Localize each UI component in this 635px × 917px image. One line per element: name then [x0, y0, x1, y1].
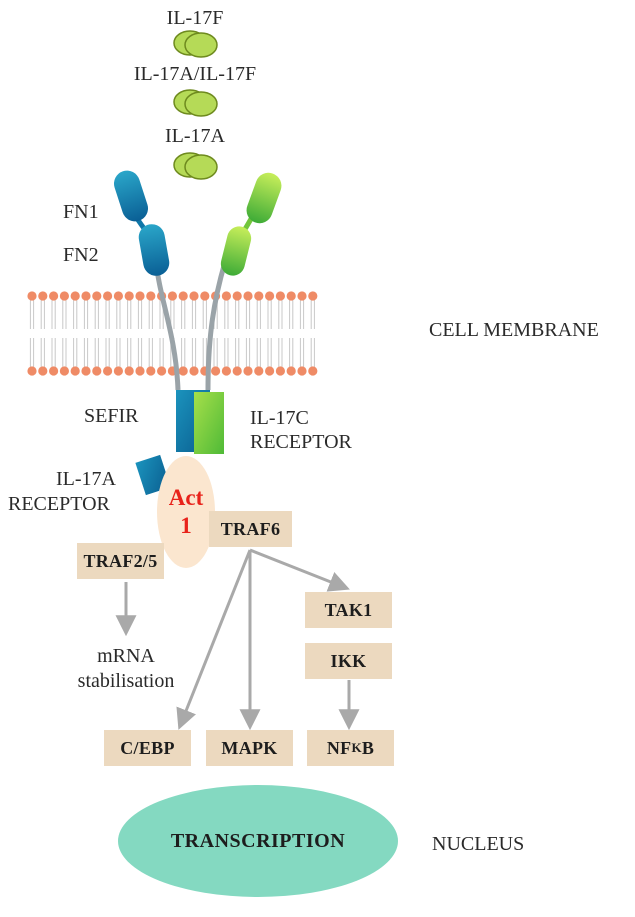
- mapk-box: MAPK: [206, 730, 293, 766]
- fn2-domain: [138, 224, 170, 276]
- lipid-head: [243, 366, 253, 376]
- nucleus-label: NUCLEUS: [432, 833, 525, 855]
- ligand-label-il17a-il17f: IL-17A/IL-17F: [133, 63, 257, 85]
- il17a-receptor-label-line2: RECEPTOR: [8, 493, 110, 515]
- lipid-head: [113, 291, 123, 301]
- nfkb-label: NF: [326, 737, 352, 758]
- il17c-receptor-label-line2: RECEPTOR: [250, 431, 352, 453]
- fn2-label: FN2: [63, 244, 99, 266]
- lipid-head: [157, 366, 167, 376]
- lipid-head: [178, 366, 188, 376]
- lipid-head: [254, 291, 264, 301]
- arrow-traf6-to-tak1: [249, 548, 350, 592]
- lipid-head: [49, 366, 59, 376]
- arrow-traf6-to-cebp: [176, 549, 252, 730]
- ligand-il17f: [173, 30, 218, 58]
- transcription-label: TRANSCRIPTION: [170, 829, 346, 852]
- act1-label-line1: Act: [168, 485, 204, 510]
- lipid-head: [113, 366, 123, 376]
- act1-adaptor: Act 1: [157, 456, 215, 568]
- cell-membrane-label: CELL MEMBRANE: [429, 319, 599, 341]
- lipid-head: [135, 291, 145, 301]
- lipid-head: [49, 291, 59, 301]
- ikk-box: IKK: [305, 643, 392, 679]
- lipid-head: [27, 291, 37, 301]
- lipid-head: [103, 291, 113, 301]
- lipid-head: [103, 366, 113, 376]
- mrna-label-line1: mRNA: [97, 645, 155, 667]
- lipid-head: [275, 291, 285, 301]
- lipid-head: [135, 366, 145, 376]
- cebp-box: C/EBP: [104, 730, 191, 766]
- lipid-head: [70, 291, 80, 301]
- lipid-head: [221, 291, 231, 301]
- lipid-head: [70, 366, 80, 376]
- sefir-label: SEFIR: [84, 405, 139, 427]
- lipid-head: [38, 366, 48, 376]
- lipid-head: [297, 291, 307, 301]
- ligand-il17a-il17f: [173, 89, 218, 117]
- lipid-head: [81, 291, 91, 301]
- lipid-head: [167, 291, 177, 301]
- lipid-head: [38, 291, 48, 301]
- lipid-head: [297, 366, 307, 376]
- lipid-head: [92, 366, 102, 376]
- lipid-head: [232, 291, 242, 301]
- nfkb-label-end: B: [361, 737, 375, 758]
- lipid-head: [92, 291, 102, 301]
- lipid-head: [27, 366, 37, 376]
- lipid-head: [265, 366, 275, 376]
- il17c-receptor-label-line1: IL-17C: [250, 407, 309, 429]
- lipid-head: [286, 291, 296, 301]
- lipid-head: [124, 291, 134, 301]
- lipid-head: [275, 366, 285, 376]
- lipid-head: [211, 366, 221, 376]
- lipid-head: [286, 366, 296, 376]
- il17c-receptor-stalk: [205, 261, 228, 391]
- il17c-intracellular-domain: [194, 392, 224, 454]
- nucleus-ellipse: TRANSCRIPTION: [118, 785, 398, 897]
- act1-label-line2: 1: [180, 513, 192, 538]
- il17c-lower-domain: [220, 226, 252, 276]
- fn1-label: FN1: [63, 201, 99, 223]
- ligand-label-il17a: IL-17A: [165, 125, 225, 147]
- fn1-domain: [113, 170, 149, 222]
- lipid-head: [59, 366, 69, 376]
- lipid-head: [124, 366, 134, 376]
- lipid-head: [189, 291, 199, 301]
- mrna-label-line2: stabilisation: [77, 670, 175, 692]
- lipid-head: [221, 366, 231, 376]
- lipid-head: [200, 291, 210, 301]
- lipid-head: [254, 366, 264, 376]
- il17c-upper-domain: [246, 172, 282, 224]
- lipid-head: [178, 291, 188, 301]
- lipid-head: [308, 366, 318, 376]
- traf6-box: TRAF6: [209, 511, 292, 547]
- lipid-head: [146, 366, 156, 376]
- lipid-head: [232, 366, 242, 376]
- tak1-box: TAK1: [305, 592, 392, 628]
- nfkb-subscript: K: [351, 740, 362, 755]
- ligand-label-il17f: IL-17F: [166, 7, 224, 29]
- lipid-head: [59, 291, 69, 301]
- ligand-il17a: [173, 152, 218, 180]
- lipid-head: [189, 366, 199, 376]
- traf25-box: TRAF2/5: [77, 543, 164, 579]
- lipid-head: [146, 291, 156, 301]
- il17a-receptor-label-line1: IL-17A: [56, 468, 116, 490]
- lipid-head: [81, 366, 91, 376]
- lipid-head: [308, 291, 318, 301]
- lipid-head: [265, 291, 275, 301]
- lipid-head: [243, 291, 253, 301]
